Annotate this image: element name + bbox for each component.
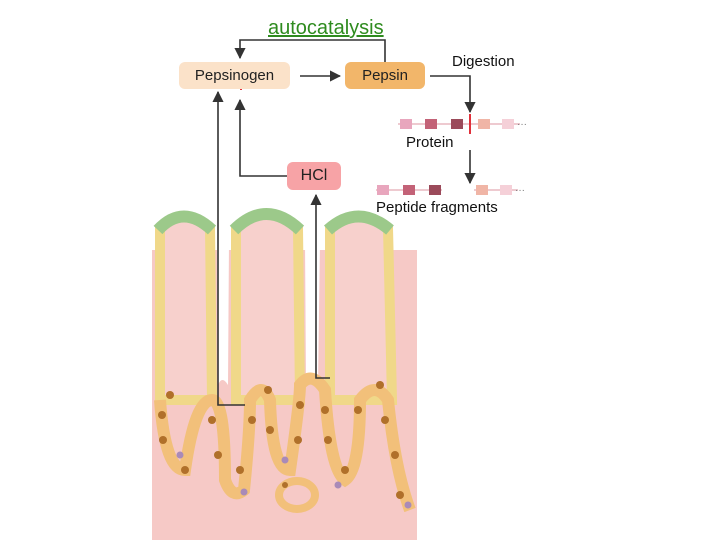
protein-chain-continuation: ··· bbox=[517, 119, 527, 130]
parietal-cell-nuclei bbox=[176, 451, 412, 509]
surface-cells-1 bbox=[153, 210, 217, 235]
protein-label: Protein bbox=[406, 134, 454, 151]
digestion-arrow bbox=[430, 75, 476, 114]
gastric-mucosa bbox=[152, 208, 417, 540]
fold-2 bbox=[231, 209, 306, 405]
hcl-secretion-arrow bbox=[310, 193, 330, 379]
hcl-activation-arrow bbox=[234, 98, 287, 177]
peptide-fragments-chain bbox=[376, 185, 518, 195]
pepsin-node: Pepsin bbox=[345, 62, 425, 89]
surface-cells-2 bbox=[229, 208, 305, 235]
pathway-arrows bbox=[212, 39, 476, 406]
autocatalysis-label: autocatalysis bbox=[268, 17, 384, 39]
fold-1 bbox=[155, 211, 218, 405]
pepsinogen-secretion-arrow bbox=[212, 90, 245, 406]
hcl-node: HCl bbox=[287, 162, 341, 190]
protein-chain bbox=[398, 114, 520, 134]
gland-cross-section bbox=[275, 477, 319, 513]
peptide-fragments-label: Peptide fragments bbox=[376, 199, 498, 216]
chief-cell-nuclei bbox=[158, 381, 404, 499]
digestion-label: Digestion bbox=[452, 53, 515, 70]
surface-cells-3 bbox=[323, 210, 394, 235]
fragments-continuation: ··· bbox=[515, 185, 525, 196]
pepsinogen-node: Pepsinogen bbox=[179, 62, 290, 89]
fold-3 bbox=[325, 211, 398, 405]
autocatalysis-arrow bbox=[234, 39, 386, 62]
